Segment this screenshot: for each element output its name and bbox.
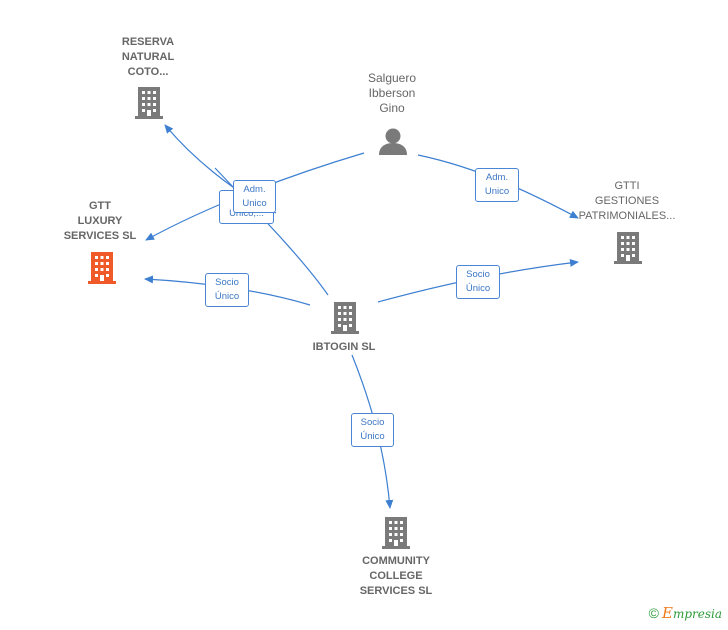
edge-ibtogin-reserva <box>214 167 329 296</box>
node-reserva-label[interactable]: RESERVA NATURAL COTO... <box>108 35 188 80</box>
label-line: COMMUNITY <box>362 555 430 567</box>
edge-label-line: Unico <box>484 186 510 197</box>
label-line: GTTI <box>614 180 640 192</box>
label-line: PATRIMONIALES... <box>578 210 676 222</box>
edge-label-ibtogin-gtt[interactable]: Socio Único <box>205 273 249 307</box>
edge-label-ibtogin-community[interactable]: Socio Único <box>351 413 394 447</box>
edge-label-line: Unico <box>242 198 267 209</box>
label-line: Gino <box>379 101 405 115</box>
edge-label-line: Único <box>214 291 240 302</box>
edge-label-line: Adm. <box>485 172 509 183</box>
node-salguero-label[interactable]: Salguero Ibberson Gino <box>352 71 432 116</box>
label-line: NATURAL <box>121 51 175 63</box>
edge-label-line: Socio <box>466 269 490 280</box>
gtti-building-icon[interactable] <box>614 232 642 264</box>
ibtogin-building-icon[interactable] <box>331 302 359 334</box>
copyright-icon: © <box>648 605 659 621</box>
edge-label-line: Socio <box>215 277 239 288</box>
label-line: SERVICES SL <box>359 585 433 597</box>
label-line: IBTOGIN SL <box>312 341 376 353</box>
community-building-icon[interactable] <box>382 517 410 549</box>
edge-label-line: Único <box>360 431 385 442</box>
label-line: COTO... <box>127 66 169 78</box>
label-line: Ibberson <box>368 86 416 100</box>
label-line: Salguero <box>367 71 417 85</box>
label-line: LUXURY <box>77 215 123 227</box>
label-line: COLLEGE <box>369 570 423 582</box>
label-line: GESTIONES <box>594 195 660 207</box>
node-ibtogin-label[interactable]: IBTOGIN SL <box>302 340 386 355</box>
edge-label-line: Adm. <box>243 184 266 195</box>
edge-label-ibtogin-gtti[interactable]: Socio Único <box>456 265 500 299</box>
edge-label-salguero-gtti[interactable]: Adm. Unico <box>475 168 519 202</box>
gtt-luxury-building-icon[interactable] <box>88 252 116 284</box>
node-gtti-label[interactable]: GTTI GESTIONES PATRIMONIALES... <box>570 179 684 224</box>
edge-label-line: Socio <box>360 417 385 428</box>
reserva-building-icon[interactable] <box>135 87 163 119</box>
person-icon[interactable] <box>379 128 407 156</box>
node-gtt-luxury-label[interactable]: GTT LUXURY SERVICES SL <box>50 199 150 244</box>
empresia-footer[interactable]: ©Empresia <box>649 604 722 622</box>
edge-label-line: Único <box>465 283 491 294</box>
brand-logo-text: mpresia <box>672 607 722 621</box>
label-line: SERVICES SL <box>63 230 137 242</box>
edge-label-salguero-gtt[interactable]: Adm. Unico <box>233 180 276 213</box>
brand-logo-letter: E <box>661 604 673 622</box>
edge-label-line: Unico,... <box>229 208 264 219</box>
label-line: GTT <box>89 200 111 212</box>
label-line: RESERVA <box>121 36 175 48</box>
node-community-label[interactable]: COMMUNITY COLLEGE SERVICES SL <box>346 554 446 599</box>
